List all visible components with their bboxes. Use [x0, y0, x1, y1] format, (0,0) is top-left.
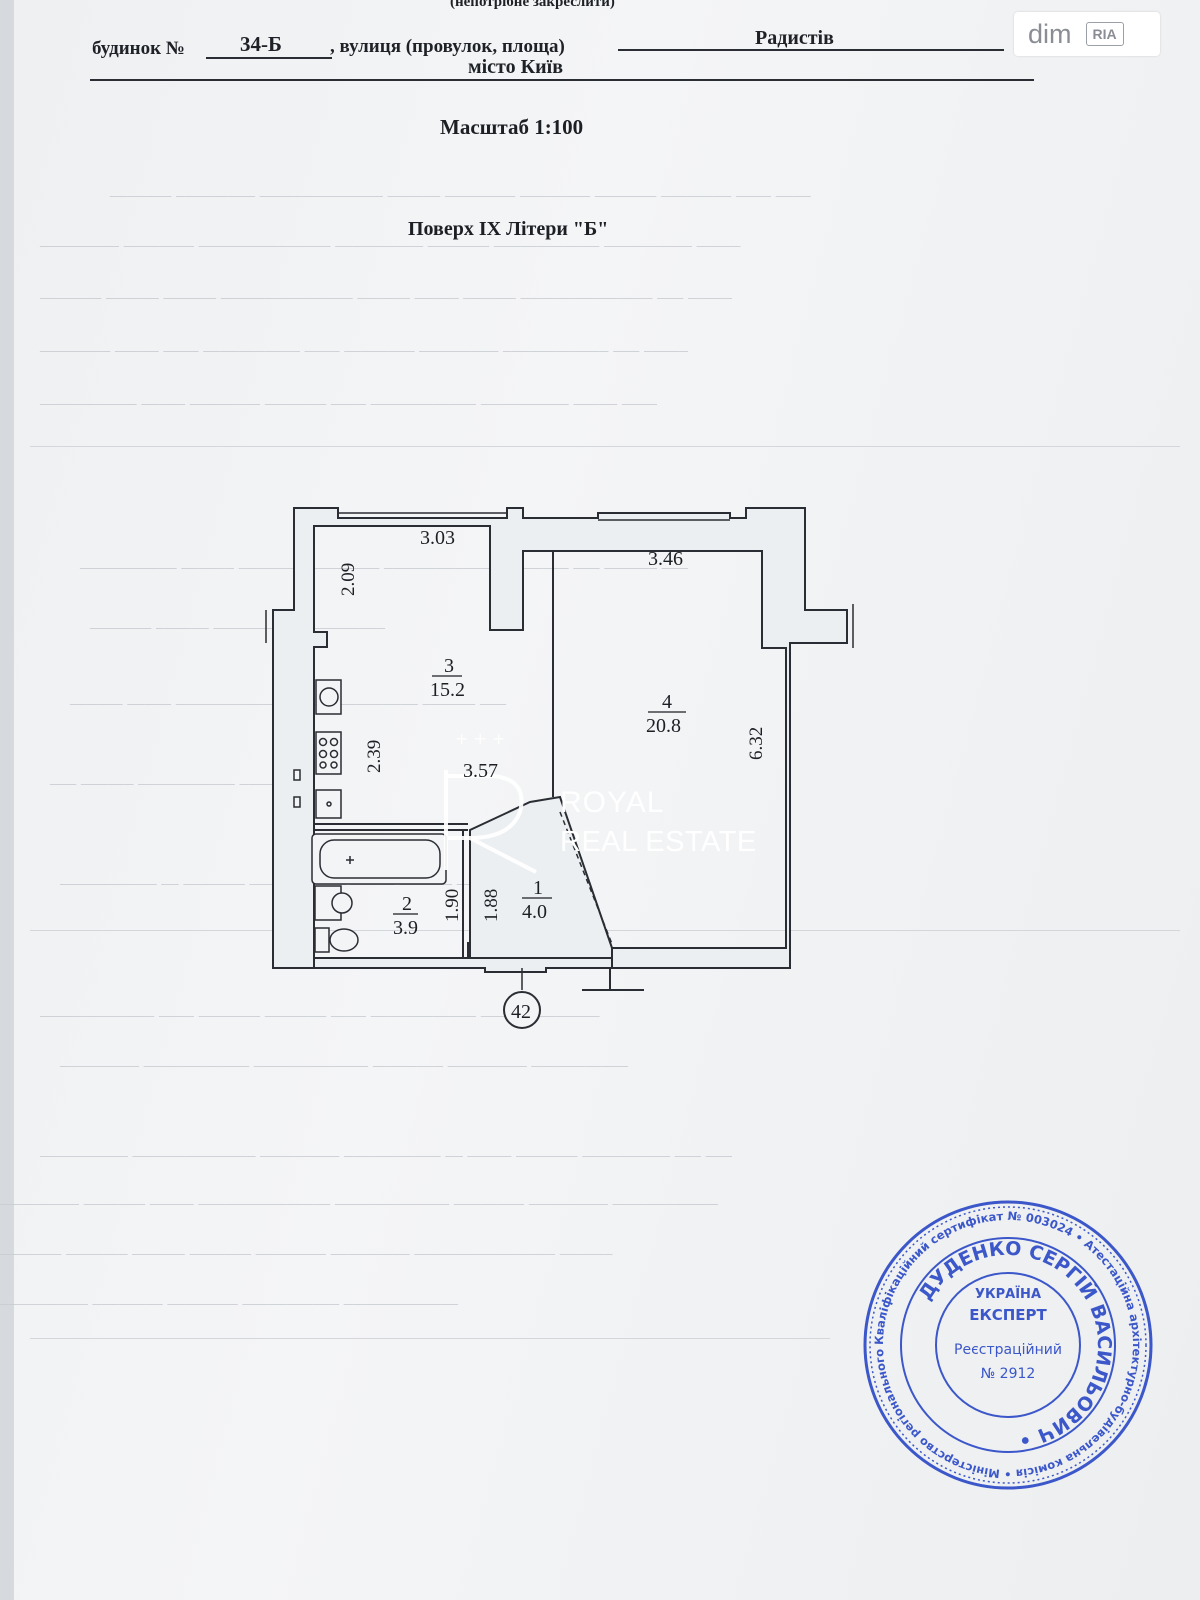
- stamp-reg-number: № 2912: [981, 1366, 1036, 1382]
- room-2-area: 3.9: [393, 917, 418, 939]
- dim-logo-text: dim: [1028, 18, 1072, 49]
- background-form-text: _______ _______ ______ _______ ________ …: [0, 1238, 613, 1257]
- background-form-text: _______ ______ ______ _______________ __…: [40, 282, 733, 301]
- expert-stamp: Кваліфікаційний сертифікат № 003024 • Ат…: [0, 0, 1153, 1490]
- royal-estate-logo-icon: + + +: [444, 729, 537, 874]
- bathroom-fixtures: [311, 833, 447, 953]
- watermark-real-estate: REAL ESTATE: [560, 826, 757, 858]
- stamp-country: УКРАЇНА: [975, 1286, 1041, 1302]
- room-4-area: 20.8: [646, 715, 681, 737]
- dim-room-height: 6.32: [746, 727, 767, 760]
- background-form-text: ___________ ______ ________________ ____…: [80, 552, 689, 571]
- dim-kitchen-wall: 2.39: [364, 740, 385, 773]
- door-swing: [559, 811, 613, 945]
- kitchen-fixtures: [293, 679, 342, 819]
- background-form-text: ________ _____ ____ ___________ ____ ___…: [40, 335, 689, 354]
- background-form-text: ___ ______ ___________ ____: [50, 768, 275, 787]
- building-number: 34-Б: [240, 32, 282, 56]
- dim-kitchen-top: 3.03: [420, 527, 455, 549]
- svg-text:+ + +: + + +: [455, 729, 505, 748]
- dim-kitchen-left: 2.09: [338, 563, 359, 596]
- dim-kitchen-width: 3.57: [463, 760, 498, 782]
- city-name: місто Київ: [468, 56, 563, 78]
- room-2-number: 2: [402, 893, 412, 915]
- plan-windows: [265, 512, 854, 648]
- plan-partitions: [313, 551, 786, 991]
- room-4-number: 4: [662, 691, 672, 713]
- dim-room-top: 3.46: [648, 548, 683, 570]
- scale-label: Масштаб 1:100: [440, 115, 584, 139]
- room-1-area: 4.0: [522, 901, 547, 923]
- document-page: [14, 0, 1200, 1600]
- ria-logo-badge: RIA: [1085, 22, 1124, 46]
- room-3-area: 15.2: [430, 679, 465, 701]
- building-label: будинок №: [92, 38, 185, 59]
- street-underline: [618, 49, 1004, 51]
- watermark-royal: ROYAL: [560, 786, 665, 819]
- stamp-role: ЕКСПЕРТ: [969, 1306, 1047, 1324]
- background-form-text: ___________ _____ ________ _______ ____ …: [40, 388, 658, 407]
- apartment-number: 42: [511, 1001, 531, 1023]
- background-form-text: _________ ________ _______________ _____…: [40, 230, 741, 249]
- apartment-marker: [503, 991, 541, 1029]
- background-form-line: [30, 1338, 830, 1339]
- background-form-text: _____________ ____ _______ _______ ____ …: [40, 1000, 600, 1019]
- background-form-line: [30, 446, 1180, 447]
- top-note: (непотрібне закреслити): [450, 0, 615, 10]
- background-form-text: __________ ______________ _________ ____…: [40, 1140, 733, 1159]
- building-number-underline: [206, 57, 332, 59]
- background-form-text: _________ _______ _____ _______________ …: [0, 1188, 719, 1207]
- plan-walls: [272, 507, 848, 973]
- street-name: Радистів: [755, 27, 834, 49]
- background-form-text: _______ _________ ______________ ______ …: [110, 180, 811, 199]
- street-label: , вулиця (провулок, площа): [330, 36, 565, 57]
- dim-bath-height: 1.90: [442, 889, 463, 922]
- background-form-text: __________ ________ ________ ___________…: [0, 1288, 459, 1307]
- background-form-text: _________ ____________ _____________ ___…: [60, 1050, 629, 1069]
- plan-labels: 3.03 3.46 2.09 2.39 3.57 6.32 1.88 1.90 …: [338, 527, 767, 1023]
- header-underline: [90, 79, 1034, 81]
- dim-ria-logo: dim RIA: [1014, 12, 1160, 56]
- stamp-reg-label: Реєстраційний: [954, 1342, 1062, 1358]
- toilet-icon: [314, 927, 330, 953]
- dim-hall-height: 1.88: [481, 889, 502, 922]
- room-1-number: 1: [533, 877, 543, 899]
- room-3-number: 3: [444, 655, 454, 677]
- floor-title: Поверх ІХ Літери "Б": [408, 218, 609, 240]
